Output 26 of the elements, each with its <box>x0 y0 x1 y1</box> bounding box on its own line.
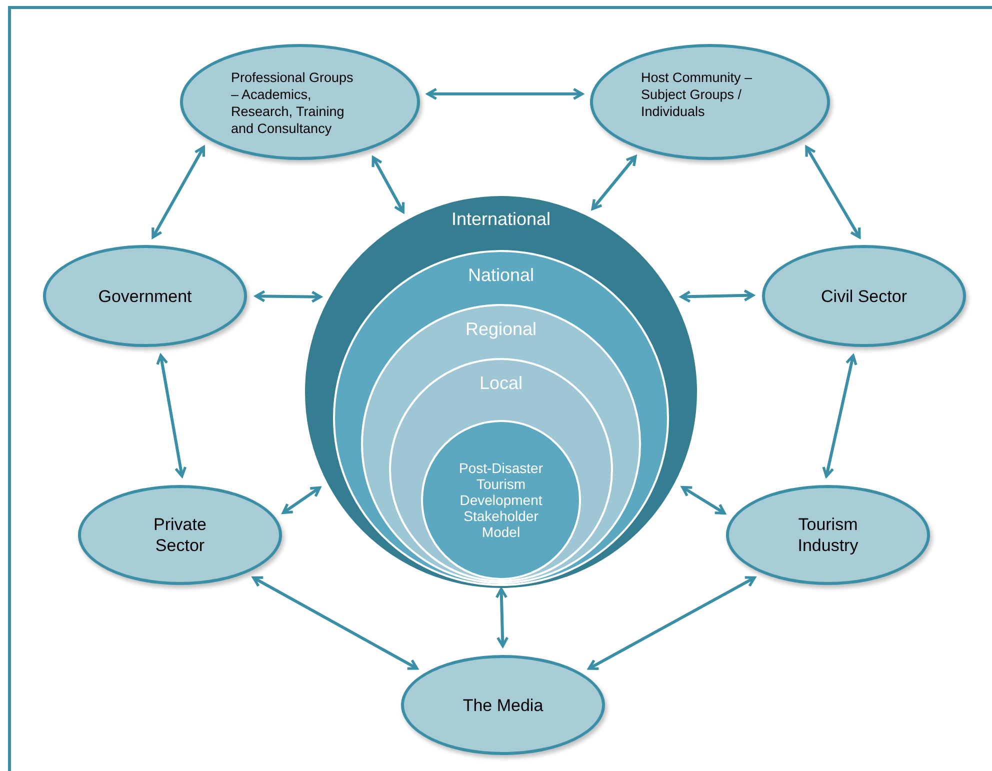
stakeholder-label: The Media <box>462 694 544 716</box>
level-label: National <box>466 264 536 286</box>
double-arrow <box>681 486 726 514</box>
double-arrow <box>252 576 418 670</box>
double-arrow <box>822 354 858 478</box>
stakeholder-label: Government <box>98 286 192 306</box>
stakeholder-label: Host Community – Subject Groups / Individuals <box>641 69 754 120</box>
level-label: Local <box>478 372 524 394</box>
double-arrow <box>805 146 861 239</box>
double-arrow <box>254 290 322 303</box>
double-arrow <box>426 88 584 100</box>
double-arrow <box>588 576 756 670</box>
double-arrow <box>495 588 509 648</box>
level-label: Regional <box>464 318 538 340</box>
model-title: Post-Disaster Tourism Development Stakeholder Model <box>458 460 544 540</box>
stakeholder-label: Civil Sector <box>821 286 907 306</box>
stakeholder-label: Tourism Industry <box>796 514 860 556</box>
double-arrow <box>372 156 405 214</box>
double-arrow <box>282 486 322 514</box>
double-arrow <box>680 289 754 303</box>
level-label: International <box>450 208 552 230</box>
double-arrow <box>156 354 187 478</box>
double-arrow <box>152 146 206 238</box>
stakeholder-label: Professional Groups – Academics, Research, Training and Consultancy <box>231 69 354 137</box>
double-arrow <box>591 155 637 210</box>
stakeholder-label: Private Sector <box>152 514 208 556</box>
